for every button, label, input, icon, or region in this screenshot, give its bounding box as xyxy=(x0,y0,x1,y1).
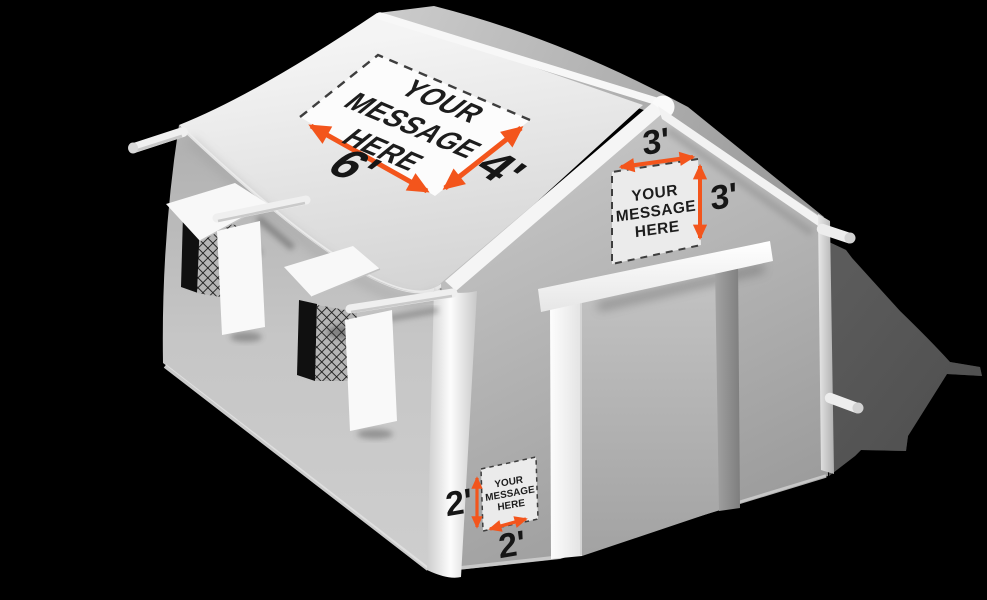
gable-banner: YOUR MESSAGE HERE 3' 3' xyxy=(611,121,739,266)
window-2 xyxy=(284,246,458,439)
pole-left xyxy=(129,127,188,153)
gable-banner-message-line-3: HERE xyxy=(634,218,680,241)
gable-banner-area xyxy=(612,159,701,264)
sidewall-banner-width-arrow xyxy=(488,516,528,532)
window-1-support-pole-shade xyxy=(217,201,306,223)
gable-trim-shadow xyxy=(665,126,815,237)
roof-banner: YOUR MESSAGE HERE 6' 4' xyxy=(299,53,537,196)
window-2-canopy xyxy=(284,246,380,297)
pole-right-mid xyxy=(824,392,863,414)
door-post-left xyxy=(550,298,582,559)
roof-banner-width-arrow xyxy=(308,123,430,194)
pole-left-shade xyxy=(134,134,183,153)
corner-tube-front xyxy=(427,288,477,578)
sidewall-banner-width-label: 2' xyxy=(497,524,527,567)
window-1-flap-shadow xyxy=(230,332,262,342)
door-post-right xyxy=(715,262,740,511)
sidewall-banner-area xyxy=(481,457,538,531)
gable-trim-right xyxy=(658,106,824,230)
gable-banner-height-label: 3' xyxy=(710,176,739,218)
door-lintel xyxy=(538,241,773,312)
window-1-canopy xyxy=(166,183,268,241)
pole-left-cap xyxy=(128,142,138,154)
door-panel xyxy=(582,267,719,556)
roof-banner-height-arrow xyxy=(442,126,524,190)
sidewall-banner-dashed-border xyxy=(480,456,539,532)
window-2-flap-shadow xyxy=(357,429,393,439)
pole-right-top-cap xyxy=(844,232,856,244)
gable-trim-left xyxy=(445,103,664,291)
window-1-support-pole xyxy=(212,195,311,223)
ground-shadow-gradient xyxy=(829,242,982,476)
ridge-trim xyxy=(376,12,666,107)
window-1 xyxy=(166,183,311,342)
sidewall-banner-message-line-1: YOUR xyxy=(494,475,524,491)
gable-banner-width-label: 3' xyxy=(642,121,671,163)
window-2-flap xyxy=(345,310,397,431)
sidewall-banner-message-line-3: HERE xyxy=(497,498,526,514)
window-2-opening xyxy=(297,300,317,381)
window-1-pole-shadow xyxy=(255,215,296,251)
frame-poles xyxy=(128,127,864,414)
gable-banner-message-line-1: YOUR xyxy=(631,182,678,205)
pole-right-mid-cap xyxy=(852,402,864,414)
window-2-support-pole-shade xyxy=(350,294,453,314)
window-2-support-pole xyxy=(345,288,458,314)
pole-right-top xyxy=(816,223,855,244)
gable-banner-width-arrow xyxy=(618,151,696,173)
side-wall-bottom-trim xyxy=(163,364,430,571)
roof-banner-dashed-border xyxy=(299,53,531,122)
sidewall-banner: YOUR MESSAGE HERE 2' 2' xyxy=(444,456,539,567)
window-2-canopy-edge xyxy=(311,268,381,298)
window-1-flap xyxy=(217,221,265,335)
sidewall-banner-height-label: 2' xyxy=(444,482,474,525)
corner-tube-right xyxy=(818,214,834,474)
